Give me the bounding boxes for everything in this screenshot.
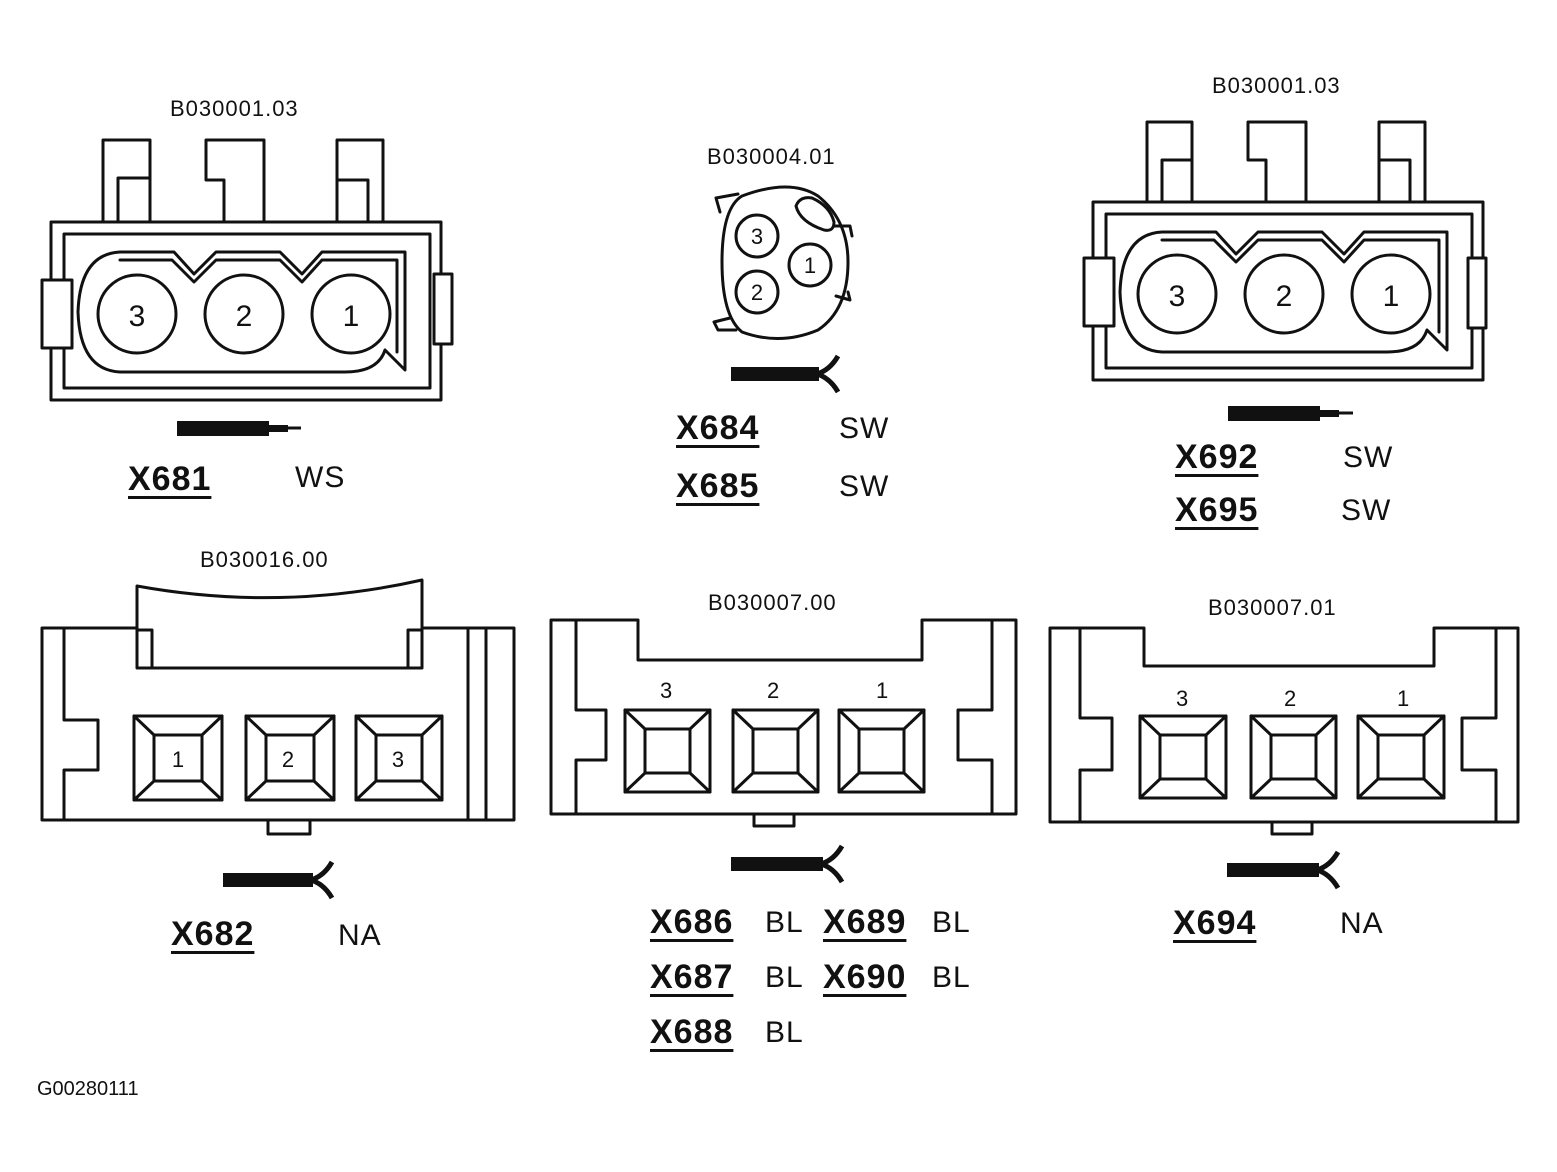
connector-number-x690: X690: [823, 958, 907, 996]
wire-color: NA: [338, 919, 382, 952]
pin-c4-c: 3: [354, 714, 444, 802]
wire-color: WS: [295, 461, 346, 494]
wire-color: SW: [1343, 441, 1394, 474]
pin-c6-b: [1249, 714, 1338, 800]
part-code-c3: B030001.03: [1212, 73, 1341, 98]
pin-c1-c: 1: [310, 273, 392, 355]
wire-color: SW: [839, 412, 890, 445]
pin-c2-c: 2: [734, 269, 780, 315]
pin-c4-b: 2: [244, 714, 336, 802]
connector-number-x681: X681: [128, 460, 212, 498]
connector-housing-c1: [40, 138, 454, 402]
connector-number-x687: X687: [650, 958, 734, 996]
pin-c1-a: 3: [96, 273, 178, 355]
connector-number-x682: X682: [171, 915, 255, 953]
pin-number: 3: [1176, 686, 1190, 711]
pin-c3-c: 1: [1350, 253, 1432, 335]
connector-housing-c3: [1082, 120, 1488, 382]
pin-number: 2: [767, 678, 781, 703]
connector-number-x692: X692: [1175, 438, 1259, 476]
pin-c5-a: [623, 708, 712, 794]
part-code-c2: B030004.01: [707, 144, 836, 169]
pin-c6-a: [1138, 714, 1228, 800]
wire-color: SW: [1341, 494, 1392, 527]
wire-color: BL: [765, 1016, 804, 1049]
pin-number: 1: [343, 300, 360, 333]
pin-number: 3: [1169, 280, 1186, 313]
connector-housing-c4: [40, 578, 516, 836]
probe-fork-icon: [1227, 850, 1341, 890]
pin-c6-c: [1356, 714, 1446, 800]
connector-number-x694: X694: [1173, 904, 1257, 942]
wire-color: BL: [932, 961, 971, 994]
pin-number: 2: [1276, 280, 1293, 313]
pin-number: 2: [236, 300, 253, 333]
wire-color: BL: [932, 906, 971, 939]
pin-number: 2: [751, 280, 763, 305]
pin-c4-a: 1: [132, 714, 224, 802]
pin-c5-b: [731, 708, 820, 794]
pin-number: 2: [1284, 686, 1298, 711]
pin-number: 2: [282, 747, 294, 772]
probe-fork-icon: [731, 354, 841, 394]
pin-number: 3: [660, 678, 674, 703]
wire-color: BL: [765, 961, 804, 994]
connector-housing-c5: [549, 618, 1018, 828]
probe-fork-icon: [223, 860, 335, 900]
pin-number: 1: [1383, 280, 1400, 313]
part-code-c6: B030007.01: [1208, 595, 1337, 620]
part-code-c1: B030001.03: [170, 96, 299, 121]
pin-c2-b: 1: [787, 242, 833, 288]
pin-number: 3: [129, 300, 146, 333]
connector-number-x686: X686: [650, 903, 734, 941]
pin-c1-b: 2: [203, 273, 285, 355]
pin-c3-b: 2: [1243, 253, 1325, 335]
wire-color: NA: [1340, 907, 1384, 940]
part-code-c5: B030007.00: [708, 590, 837, 615]
pin-number: 1: [804, 253, 816, 278]
pin-number: 3: [392, 747, 404, 772]
probe-pin-icon: [1228, 406, 1353, 421]
pin-c2-a: 3: [734, 213, 780, 259]
probe-pin-icon: [177, 421, 301, 436]
pin-c5-c: [837, 708, 926, 794]
wire-color: SW: [839, 470, 890, 503]
probe-fork-icon: [731, 844, 845, 884]
connector-housing-c6: [1048, 626, 1520, 836]
pin-number: 1: [172, 747, 184, 772]
connector-number-x688: X688: [650, 1013, 734, 1051]
pin-number: 1: [1397, 686, 1411, 711]
pin-c3-a: 3: [1136, 253, 1218, 335]
connector-housing-c2: [712, 185, 854, 341]
pin-number: 1: [876, 678, 890, 703]
figure-code: G00280111: [37, 1078, 139, 1100]
wire-color: BL: [765, 906, 804, 939]
connector-number-x689: X689: [823, 903, 907, 941]
pin-number: 3: [751, 224, 763, 249]
connector-number-x695: X695: [1175, 491, 1259, 529]
connector-number-x684: X684: [676, 409, 760, 447]
connector-number-x685: X685: [676, 467, 760, 505]
part-code-c4: B030016.00: [200, 547, 329, 572]
